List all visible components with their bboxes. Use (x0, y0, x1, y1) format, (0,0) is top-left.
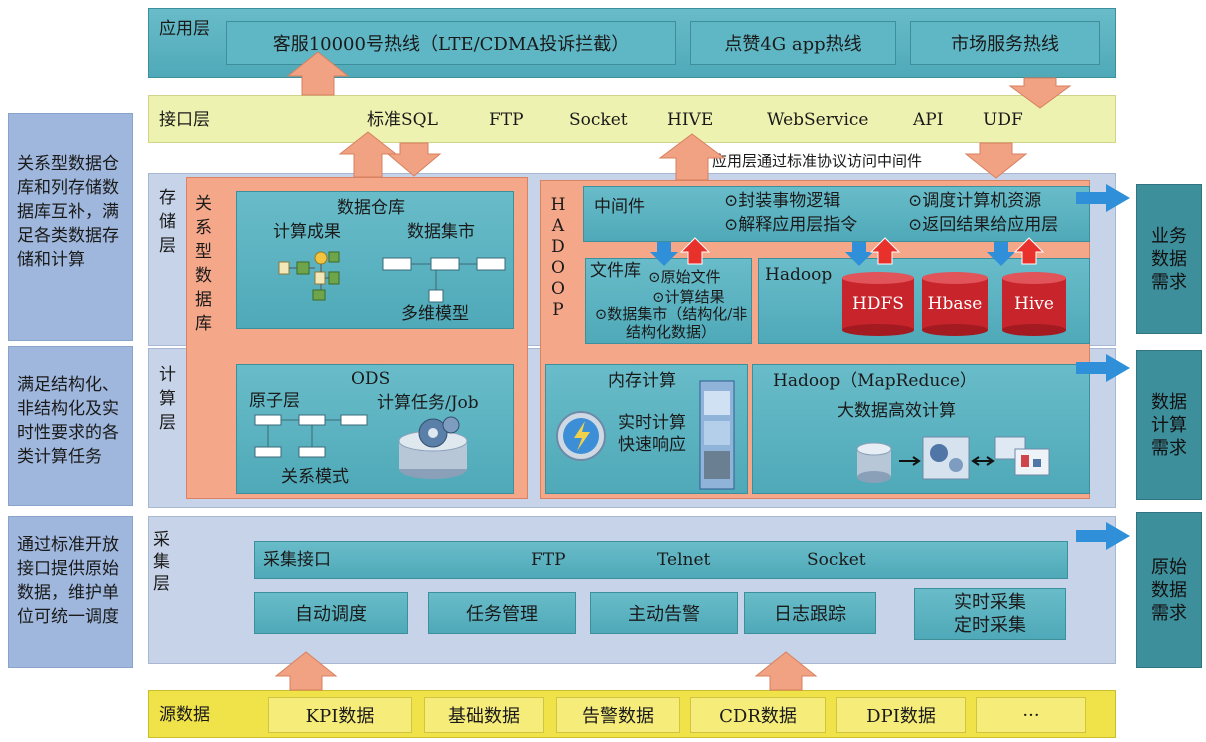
arrow-right-icon (899, 456, 921, 466)
mapreduce-title: Hadoop（MapReduce） (773, 371, 977, 391)
collect-protocol-ftp: FTP (531, 550, 566, 570)
realtime-collect-label: 实时采集 (954, 592, 1026, 613)
collect-layer-label: 采集层 (153, 530, 170, 594)
app-box-market-service[interactable]: 市场服务热线 (910, 21, 1100, 65)
interface-layer-label: 接口层 (159, 110, 210, 130)
database-gears-icon (398, 416, 468, 479)
collect-protocol-telnet: Telnet (657, 550, 711, 570)
ods-icons (254, 414, 468, 479)
ods-title: ODS (351, 369, 391, 389)
collect-interface-label: 采集接口 (263, 550, 331, 570)
mapreduce-icons (856, 436, 1050, 483)
hbase-label: Hbase (927, 294, 983, 314)
warehouse-title: 数据仓库 (337, 198, 405, 218)
double-arrow-icon (971, 456, 995, 466)
source-more[interactable]: ··· (976, 697, 1086, 733)
collect-interface-box[interactable]: 采集接口 FTP Telnet Socket (254, 541, 1068, 579)
file-library-title: 文件库 (590, 261, 641, 281)
interface-layer: 接口层 标准SQL FTP Socket HIVE WebService API… (148, 95, 1116, 143)
realtime-compute-label: 实时计算 (618, 413, 686, 433)
interface-item-udf: UDF (983, 110, 1023, 130)
memory-compute-box[interactable]: 内存计算 实时计算 快速响应 (545, 364, 748, 494)
func-auto-schedule[interactable]: 自动调度 (254, 592, 408, 634)
bigdata-compute-label: 大数据高效计算 (837, 401, 956, 421)
compute-layer-label: 计算层 (159, 365, 176, 433)
job-label: 计算任务/Job (377, 393, 479, 413)
database-icon (856, 442, 892, 483)
collect-protocol-socket: Socket (807, 550, 866, 570)
source-alarm[interactable]: 告警数据 (556, 697, 680, 733)
memory-icons (556, 380, 735, 490)
interface-item-hive: HIVE (667, 110, 714, 130)
interface-item-ftp: FTP (489, 110, 524, 130)
interface-item-webservice: WebService (767, 110, 869, 130)
need-business-data[interactable]: 业务数据需求 (1136, 184, 1202, 334)
relation-schema-icon (254, 414, 368, 458)
hadoop-vertical-label: HADOOP (550, 195, 566, 320)
lightning-badge-icon (556, 411, 606, 461)
scheduled-collect-label: 定时采集 (954, 615, 1026, 636)
middleware-item-4: ⊙返回结果给应用层 (908, 215, 1059, 235)
source-kpi[interactable]: KPI数据 (268, 697, 412, 733)
storage-layer-label: 存储层 (159, 188, 176, 256)
interface-item-api: API (913, 110, 944, 130)
file-item-result: ⊙计算结果 (652, 288, 725, 306)
multi-model-label: 多维模型 (401, 304, 469, 324)
file-item-datamart: ⊙数据集市（结构化/非结构化数据） (594, 305, 748, 341)
relational-db-label: 关系型数据库 (195, 194, 212, 334)
gears-icon (922, 436, 970, 480)
calc-result-label: 计算成果 (273, 222, 341, 242)
middleware-access-note: 应用层通过标准协议访问中间件 (712, 152, 923, 170)
source-dpi[interactable]: DPI数据 (836, 697, 966, 733)
flowchart-icon (278, 251, 340, 301)
source-basic[interactable]: 基础数据 (424, 697, 544, 733)
need-compute-data[interactable]: 数据计算需求 (1136, 350, 1202, 500)
func-active-alarm[interactable]: 主动告警 (590, 592, 738, 634)
middleware-item-3: ⊙解释应用层指令 (724, 215, 858, 235)
file-item-raw: ⊙原始文件 (648, 268, 721, 286)
mapreduce-box[interactable]: Hadoop（MapReduce） 大数据高效计算 (752, 364, 1090, 494)
application-layer-label: 应用层 (159, 19, 210, 39)
collect-side-note: 通过标准开放接口提供原始数据，维护单位可统一调度 (8, 516, 133, 668)
monitors-icon (994, 436, 1050, 476)
middleware-item-2: ⊙调度计算机资源 (908, 191, 1042, 211)
interface-item-socket: Socket (569, 110, 628, 130)
memory-compute-title: 内存计算 (608, 371, 676, 391)
middleware-title: 中间件 (594, 197, 645, 217)
hadoop-storage-title: Hadoop (765, 265, 833, 285)
fast-response-label: 快速响应 (618, 435, 686, 455)
star-schema-icon (382, 257, 506, 303)
func-task-management[interactable]: 任务管理 (428, 592, 576, 634)
arrow-down-interface-to-storage (386, 142, 442, 177)
data-mart-label: 数据集市 (407, 222, 475, 242)
storage-side-note: 关系型数据仓库和列存储数据库互补，满足各类数据存储和计算 (8, 113, 133, 341)
hdfs-label: HDFS (852, 294, 904, 314)
app-box-4g-app[interactable]: 点赞4G app热线 (690, 21, 896, 65)
interface-item-sql: 标准SQL (367, 110, 438, 130)
middleware-item-1: ⊙封装事物逻辑 (724, 191, 841, 211)
data-warehouse-box[interactable]: 数据仓库 计算成果 数据集市 多维模型 (236, 191, 514, 329)
compute-side-note: 满足结构化、非结构化及实时性要求的各类计算任务 (8, 346, 133, 506)
ods-box[interactable]: ODS 原子层 计算任务/Job 关系模式 (236, 364, 514, 494)
server-rack-icon (699, 380, 735, 490)
atomic-layer-label: 原子层 (249, 391, 300, 411)
func-realtime-collect[interactable]: 实时采集 定时采集 (914, 588, 1066, 640)
source-data-label: 源数据 (159, 705, 210, 725)
warehouse-diagram-icons (278, 251, 506, 303)
file-library-box[interactable]: 文件库 ⊙原始文件 ⊙计算结果 ⊙数据集市（结构化/非结构化数据） (585, 258, 752, 344)
hive-label: Hive (1014, 294, 1054, 314)
func-log-tracking[interactable]: 日志跟踪 (744, 592, 876, 634)
need-raw-data[interactable]: 原始数据需求 (1136, 512, 1202, 668)
source-cdr[interactable]: CDR数据 (690, 697, 826, 733)
app-box-customer-service[interactable]: 客服10000号热线（LTE/CDMA投诉拦截） (226, 21, 676, 65)
middleware-box[interactable]: 中间件 ⊙封装事物逻辑 ⊙调度计算机资源 ⊙解释应用层指令 ⊙返回结果给应用层 (583, 186, 1090, 242)
relation-mode-label: 关系模式 (281, 467, 349, 487)
